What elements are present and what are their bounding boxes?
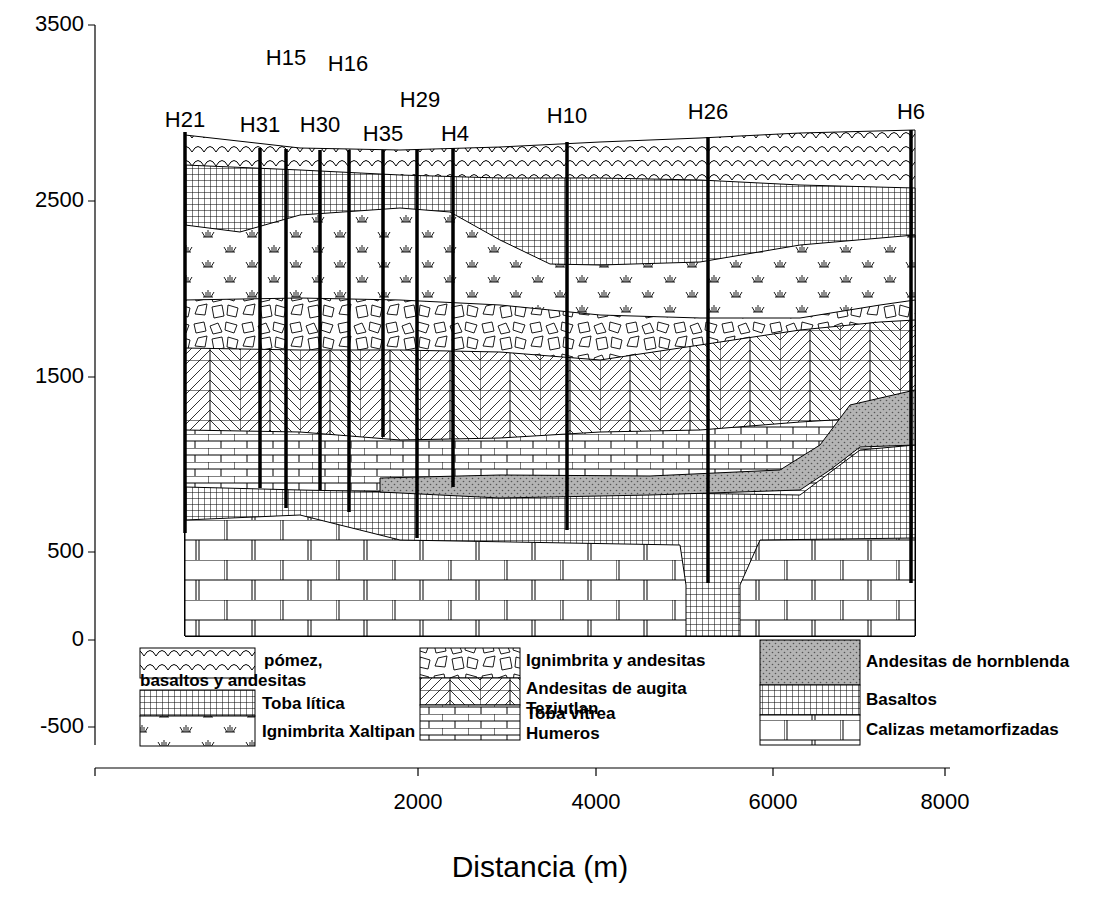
legend-text: Toba vítrea Humeros [526,704,636,745]
axis-tick-label: 8000 [921,790,970,814]
well-name: H6 [897,100,925,124]
legend-text: Toba lítica [262,694,412,714]
well-name: H31 [240,113,280,137]
axis-tick-label: -500 [40,714,84,738]
legend-text: Andesitas de hornblenda [866,652,1101,672]
well-name: H10 [547,104,587,128]
axis-tick-label: 500 [47,539,84,563]
legend-swatch [420,705,520,740]
legend-swatch [420,678,520,705]
well-name: H15 [266,46,306,70]
axis-tick-label: 2500 [35,188,84,212]
wells [185,130,911,583]
legend-swatch [760,640,860,685]
well-name: H21 [165,108,205,132]
legend-text: pómez, basaltos y andesitas [140,651,370,692]
legend-swatch [140,716,255,746]
axis-tick-label: 2000 [394,790,443,814]
strata [185,130,915,636]
axes [88,25,950,776]
legend-swatch [760,715,860,745]
legend-text: Ignimbrita Xaltipan [262,722,432,742]
axis-tick-label: 4000 [572,790,621,814]
well-name: H26 [688,100,728,124]
legend-swatch [760,685,860,715]
well-name: H35 [363,122,403,146]
axis-title: Distancia (m) [452,850,629,883]
well-name: H16 [328,52,368,76]
legend-swatch [420,648,520,678]
well-name: H30 [300,113,340,137]
axis-tick-label: 6000 [749,790,798,814]
axis-tick-label: 0 [72,627,84,651]
axis-tick-label: 3500 [35,12,84,36]
legend-swatch [140,690,255,716]
axis-tick-label: 1500 [35,364,84,388]
legend-text: Calizas metamorfizadas [866,720,1101,740]
well-name: H29 [400,88,440,112]
well-name: H4 [441,122,469,146]
legend-text: Ignimbrita y andesitas [526,651,726,671]
legend-swatches [140,640,860,746]
legend-text: Basaltos [866,690,1066,710]
